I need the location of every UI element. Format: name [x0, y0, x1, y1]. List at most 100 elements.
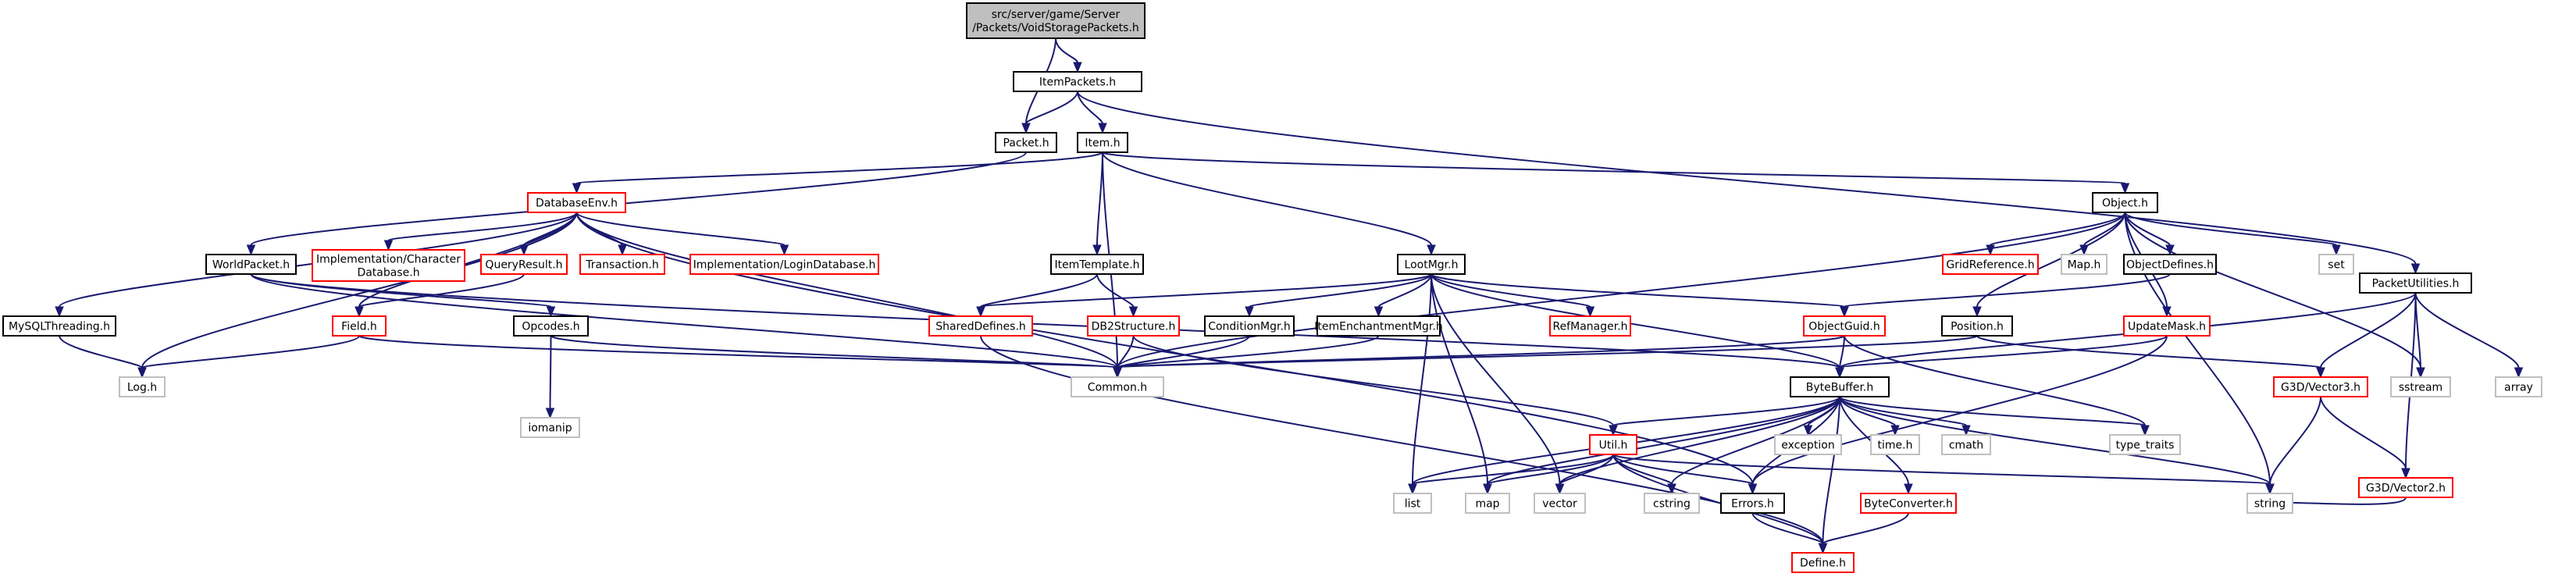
- edge-line: [1976, 212, 2126, 308]
- node-define[interactable]: Define.h: [1791, 552, 1855, 573]
- node-object[interactable]: Object.h: [2092, 192, 2158, 213]
- node-label: Implementation/Character: [316, 254, 461, 266]
- node-label: ConditionMgr.h: [1208, 321, 1291, 333]
- node-typetraits: type_traits: [2109, 434, 2181, 455]
- node-box: [1860, 493, 1957, 514]
- node-bytebuffer[interactable]: ByteBuffer.h: [1790, 376, 1890, 397]
- node-itempackets[interactable]: ItemPackets.h: [1013, 71, 1142, 92]
- edge-itemenchant-to-common: [1113, 335, 1380, 379]
- edge-line: [1839, 335, 2168, 369]
- node-common: Common.h: [1071, 376, 1164, 397]
- node-label: PacketUtilities.h: [2372, 278, 2460, 290]
- node-g3dvector3[interactable]: G3D/Vector3.h: [2273, 376, 2368, 397]
- node-item[interactable]: Item.h: [1077, 132, 1128, 153]
- node-label: G3D/Vector3.h: [2281, 382, 2360, 394]
- node-byteconverter[interactable]: ByteConverter.h: [1860, 493, 1957, 514]
- node-util[interactable]: Util.h: [1589, 434, 1637, 455]
- edge-position-to-g3dvector3: [1976, 335, 2325, 379]
- node-itemtemplate[interactable]: ItemTemplate.h: [1050, 254, 1144, 275]
- node-g3dvector2[interactable]: G3D/Vector2.h: [2358, 477, 2453, 498]
- edge-databaseenv-to-implchar: [383, 212, 578, 251]
- node-box: [1942, 254, 2039, 275]
- node-root[interactable]: src/server/game/Server/Packets/VoidStora…: [966, 2, 1145, 39]
- edge-line: [250, 273, 1118, 369]
- edge-line: [1612, 454, 1754, 485]
- node-objectguid[interactable]: ObjectGuid.h: [1803, 315, 1886, 337]
- node-box: [2390, 376, 2451, 397]
- node-updatemask[interactable]: UpdateMask.h: [2123, 315, 2211, 337]
- node-box: [2109, 434, 2181, 455]
- node-shareddefines[interactable]: SharedDefines.h: [928, 315, 1033, 337]
- node-label: Position.h: [1951, 321, 2004, 333]
- node-opcodes[interactable]: Opcodes.h: [513, 315, 589, 337]
- node-errors[interactable]: Errors.h: [1720, 493, 1785, 514]
- edge-line: [1117, 212, 2126, 369]
- node-mysqlthreading[interactable]: MySQLThreading.h: [2, 315, 116, 337]
- node-queryresult[interactable]: QueryResult.h: [480, 254, 568, 275]
- node-label: QueryResult.h: [485, 259, 562, 272]
- edge-arrowhead: [1961, 425, 1971, 436]
- edge-arrowhead: [1748, 483, 1758, 495]
- node-box: [1803, 315, 1886, 337]
- edge-arrowhead: [2332, 244, 2341, 256]
- edge-arrowhead: [1803, 425, 1813, 436]
- edge-line: [1612, 454, 2271, 485]
- node-box: [513, 315, 589, 337]
- node-packet[interactable]: Packet.h: [995, 132, 1057, 153]
- node-label: Field.h: [341, 321, 377, 333]
- node-conditionmgr[interactable]: ConditionMgr.h: [1204, 315, 1295, 337]
- edge-itempackets-to-packetutilities: [1077, 91, 2421, 275]
- edge-line: [1839, 396, 2271, 485]
- node-box: [1071, 376, 1164, 397]
- node-field[interactable]: Field.h: [332, 315, 387, 337]
- edge-packetutilities-to-g3dvector3: [2316, 292, 2417, 379]
- edge-arrowhead: [1245, 306, 1254, 318]
- edge-packetutilities-to-array: [2414, 292, 2524, 379]
- edge-line: [2124, 212, 2337, 246]
- node-gridreference[interactable]: GridReference.h: [1942, 254, 2039, 275]
- edge-packetutilities-to-sstream: [2414, 292, 2425, 379]
- edge-line: [1976, 335, 2321, 369]
- edge-item-to-itemtemplate: [1092, 151, 1103, 256]
- edge-line: [387, 212, 578, 241]
- node-packetutilities[interactable]: PacketUtilities.h: [2359, 272, 2472, 294]
- edge-arrowhead: [546, 306, 556, 318]
- edge-arrowhead: [1483, 483, 1492, 495]
- node-objectdefines[interactable]: ObjectDefines.h: [2123, 254, 2217, 275]
- edge-arrowhead: [246, 244, 256, 256]
- edge-databaseenv-to-impllogin: [575, 212, 789, 256]
- edge-arrowhead: [137, 367, 147, 379]
- node-databaseenv[interactable]: DatabaseEnv.h: [527, 192, 626, 213]
- edge-line: [1822, 512, 1909, 544]
- node-refmanager[interactable]: RefManager.h: [1549, 315, 1631, 337]
- node-lootmgr[interactable]: LootMgr.h: [1397, 254, 1466, 275]
- node-position[interactable]: Position.h: [1941, 315, 2013, 337]
- edge-line: [1055, 37, 1078, 63]
- node-label: SharedDefines.h: [935, 321, 1026, 333]
- edge-line: [1839, 396, 1896, 426]
- node-label: map: [1475, 498, 1499, 511]
- node-worldpacket[interactable]: WorldPacket.h: [205, 254, 297, 275]
- node-label: exception: [1781, 440, 1834, 452]
- node-timeh: time.h: [1870, 434, 1920, 455]
- edge-bytebuffer-to-cmath: [1839, 396, 1971, 436]
- node-label: Packet.h: [1003, 137, 1049, 150]
- node-transaction[interactable]: Transaction.h: [579, 254, 665, 275]
- node-label: Define.h: [1800, 557, 1846, 570]
- node-impllogin[interactable]: Implementation/LoginDatabase.h: [689, 254, 879, 275]
- node-db2structure[interactable]: DB2Structure.h: [1087, 315, 1180, 337]
- edge-bytebuffer-to-define: [1818, 396, 1840, 554]
- node-label: Implementation/LoginDatabase.h: [693, 259, 876, 272]
- node-box: [2, 315, 116, 337]
- node-itemenchant[interactable]: ItemEnchantmentMgr.h: [1314, 315, 1443, 337]
- edge-field-to-logh: [137, 335, 360, 379]
- edge-line: [575, 151, 1103, 184]
- edge-itempackets-to-packet: [1021, 91, 1078, 134]
- node-label: Object.h: [2102, 198, 2148, 210]
- node-box: [520, 417, 580, 438]
- edge-arrowhead: [1986, 244, 1995, 256]
- node-box: [1534, 493, 1586, 514]
- node-box: [527, 192, 626, 213]
- edge-arrowhead: [2265, 483, 2275, 495]
